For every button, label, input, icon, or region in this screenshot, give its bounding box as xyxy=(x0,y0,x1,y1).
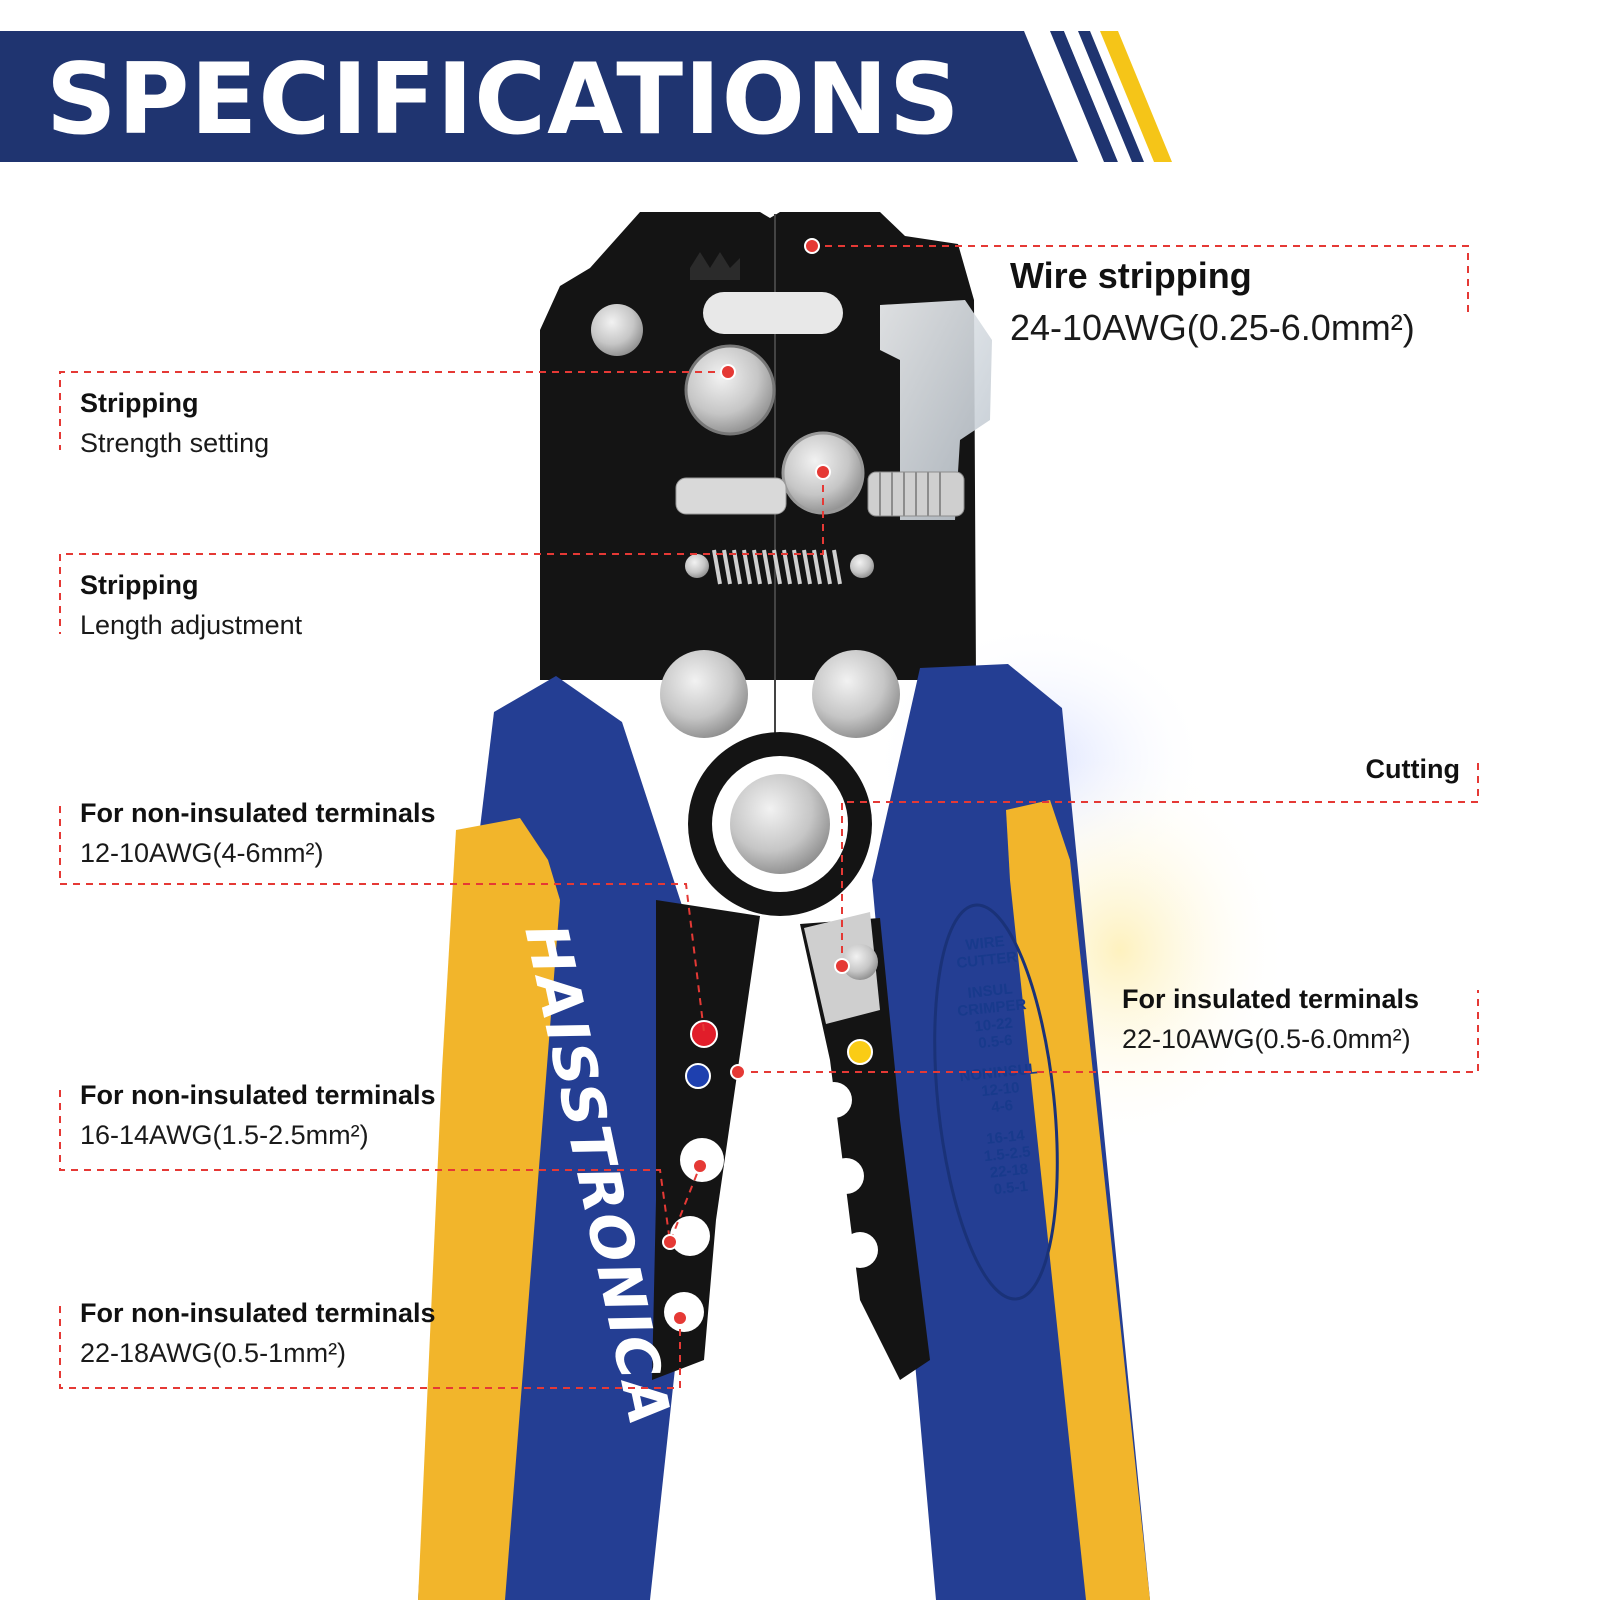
left-handle-grip xyxy=(418,818,560,1600)
callout-title: For insulated terminals xyxy=(1122,984,1420,1014)
banner-stripe-yellow xyxy=(1100,31,1172,162)
callout-insulated: For insulated terminals 22-10AWG(0.5-6.0… xyxy=(1122,982,1419,1056)
callout-title: Cutting xyxy=(1365,754,1460,784)
right-handle-grip xyxy=(1006,800,1150,1600)
callout-detail: 22-10AWG(0.5-6.0mm²) xyxy=(1122,1024,1411,1054)
blade-screw xyxy=(842,944,878,980)
banner-stripe-navy-1 xyxy=(1050,31,1118,162)
leader-cutting xyxy=(841,758,1479,966)
spec-banner: SPECIFICATIONS xyxy=(0,0,1600,170)
point-cutting xyxy=(834,958,850,974)
leader-non-insulated-1 xyxy=(59,806,705,1033)
red-marker-dot xyxy=(690,1020,718,1048)
spring-pin-right xyxy=(850,554,874,578)
callout-title: For non-insulated terminals xyxy=(80,1080,436,1110)
point-strength xyxy=(720,364,736,380)
callout-title: For non-insulated terminals xyxy=(80,798,436,828)
jaw-teeth xyxy=(690,252,740,280)
right-crimp-jaw xyxy=(800,918,930,1380)
banner-stripe-white-1 xyxy=(1034,31,1104,162)
spring-pin-left xyxy=(685,554,709,578)
callout-length-adjustment: Stripping Length adjustment xyxy=(80,568,302,642)
banner-stripe-navy-2 xyxy=(1078,31,1144,162)
callout-title: Wire stripping xyxy=(1010,255,1252,296)
point-length xyxy=(815,464,831,480)
point-non-insulated-2b xyxy=(662,1234,678,1250)
callout-title: For non-insulated terminals xyxy=(80,1298,436,1328)
rivet-left xyxy=(660,650,748,738)
point-non-insulated-3 xyxy=(672,1310,688,1326)
callout-detail: 16-14AWG(1.5-2.5mm²) xyxy=(80,1120,369,1150)
page-title: SPECIFICATIONS xyxy=(46,43,961,157)
adjust-slot xyxy=(703,292,843,334)
screw-threads xyxy=(879,472,941,516)
leader-non-insulated-2 xyxy=(59,1090,701,1246)
callout-non-insulated-22-18: For non-insulated terminals 22-18AWG(0.5… xyxy=(80,1296,436,1370)
callout-detail: 22-18AWG(0.5-1mm²) xyxy=(80,1338,347,1368)
leader-insulated xyxy=(738,990,1479,1073)
handle-print-oval xyxy=(933,903,1059,1301)
strength-dial xyxy=(684,344,776,436)
clear-length-stopper xyxy=(880,300,992,520)
banner-navy-band xyxy=(0,31,1078,162)
callout-title: Stripping xyxy=(80,388,199,418)
adjust-rod xyxy=(675,477,787,515)
banner-stripe-white-2 xyxy=(1064,31,1132,162)
point-non-insulated-2 xyxy=(692,1158,708,1174)
yellow-marker-dot xyxy=(847,1039,873,1065)
leader-wire-stripping xyxy=(812,245,1469,316)
blue-marker-dot xyxy=(685,1063,711,1089)
point-insulated xyxy=(730,1064,746,1080)
callout-detail: Strength setting xyxy=(80,428,270,458)
leader-strength xyxy=(59,371,728,450)
callout-non-insulated-16-14: For non-insulated terminals 16-14AWG(1.5… xyxy=(80,1078,436,1152)
callout-detail: 12-10AWG(4-6mm²) xyxy=(80,838,324,868)
banner-background xyxy=(0,31,1172,162)
return-spring xyxy=(712,549,842,585)
callout-non-insulated-12-10: For non-insulated terminals 12-10AWG(4-6… xyxy=(80,796,436,870)
callout-strength-setting: Stripping Strength setting xyxy=(80,386,269,460)
pivot-bolt xyxy=(730,774,830,874)
callout-detail: 24-10AWG(0.25-6.0mm²) xyxy=(1010,307,1415,348)
leader-length xyxy=(59,472,824,634)
rivet-right xyxy=(812,650,900,738)
callout-wire-stripping: Wire stripping 24-10AWG(0.25-6.0mm²) xyxy=(1010,254,1415,350)
point-wire-stripping xyxy=(804,238,820,254)
rivet-top-left xyxy=(591,304,643,356)
callout-cutting: Cutting xyxy=(1366,752,1460,786)
callout-title: Stripping xyxy=(80,570,199,600)
leader-non-insulated-3 xyxy=(59,1306,681,1389)
callout-detail: Length adjustment xyxy=(80,610,303,640)
